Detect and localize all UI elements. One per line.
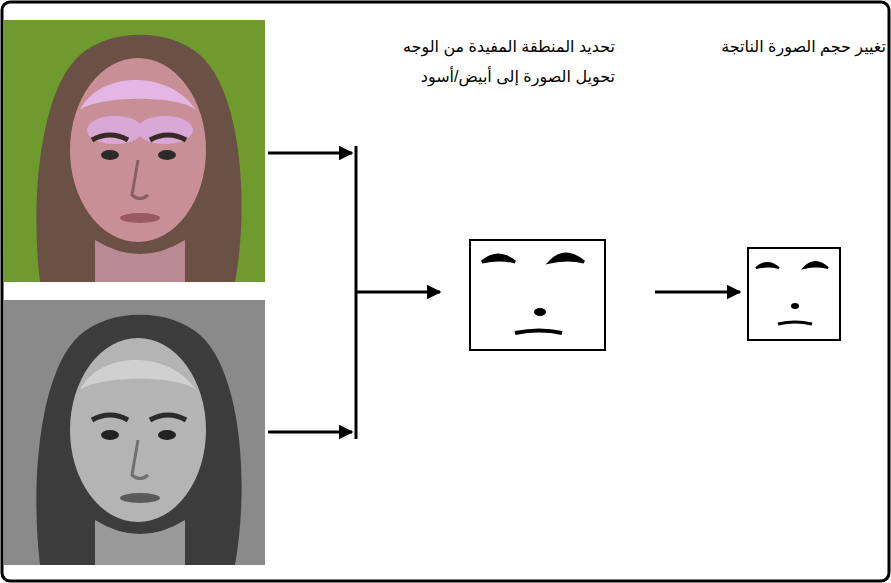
step-label: تغيير حجم الصورة الناتجة (721, 36, 886, 58)
color-face-photo (4, 20, 265, 282)
arrows (268, 146, 740, 439)
step-label: تحديد المنطقة المفيدة من الوجه (403, 36, 615, 58)
resized-face-box (748, 248, 840, 340)
grayscale-face-photo (4, 300, 265, 565)
step-label: تحويل الصورة إلى أبيض/أسود (421, 66, 615, 88)
binary-face-box (470, 240, 605, 350)
